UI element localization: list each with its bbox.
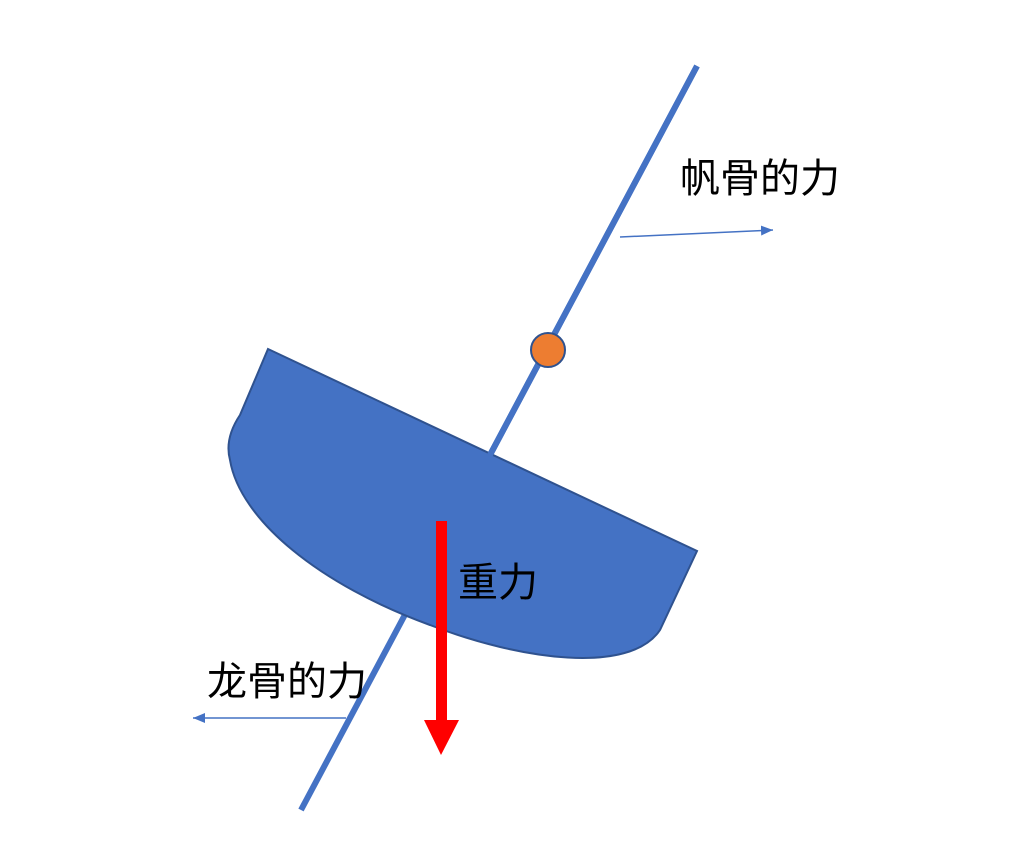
gravity-arrow	[424, 521, 459, 755]
sail-force-arrow	[619, 225, 774, 238]
boat-hull	[227, 347, 699, 659]
sail-force-label: 帆骨的力	[680, 156, 840, 202]
mast-upper-line	[487, 64, 700, 457]
pivot-point	[530, 332, 566, 368]
gravity-label: 重力	[458, 560, 538, 606]
keel-force-label: 龙骨的力	[207, 659, 367, 705]
